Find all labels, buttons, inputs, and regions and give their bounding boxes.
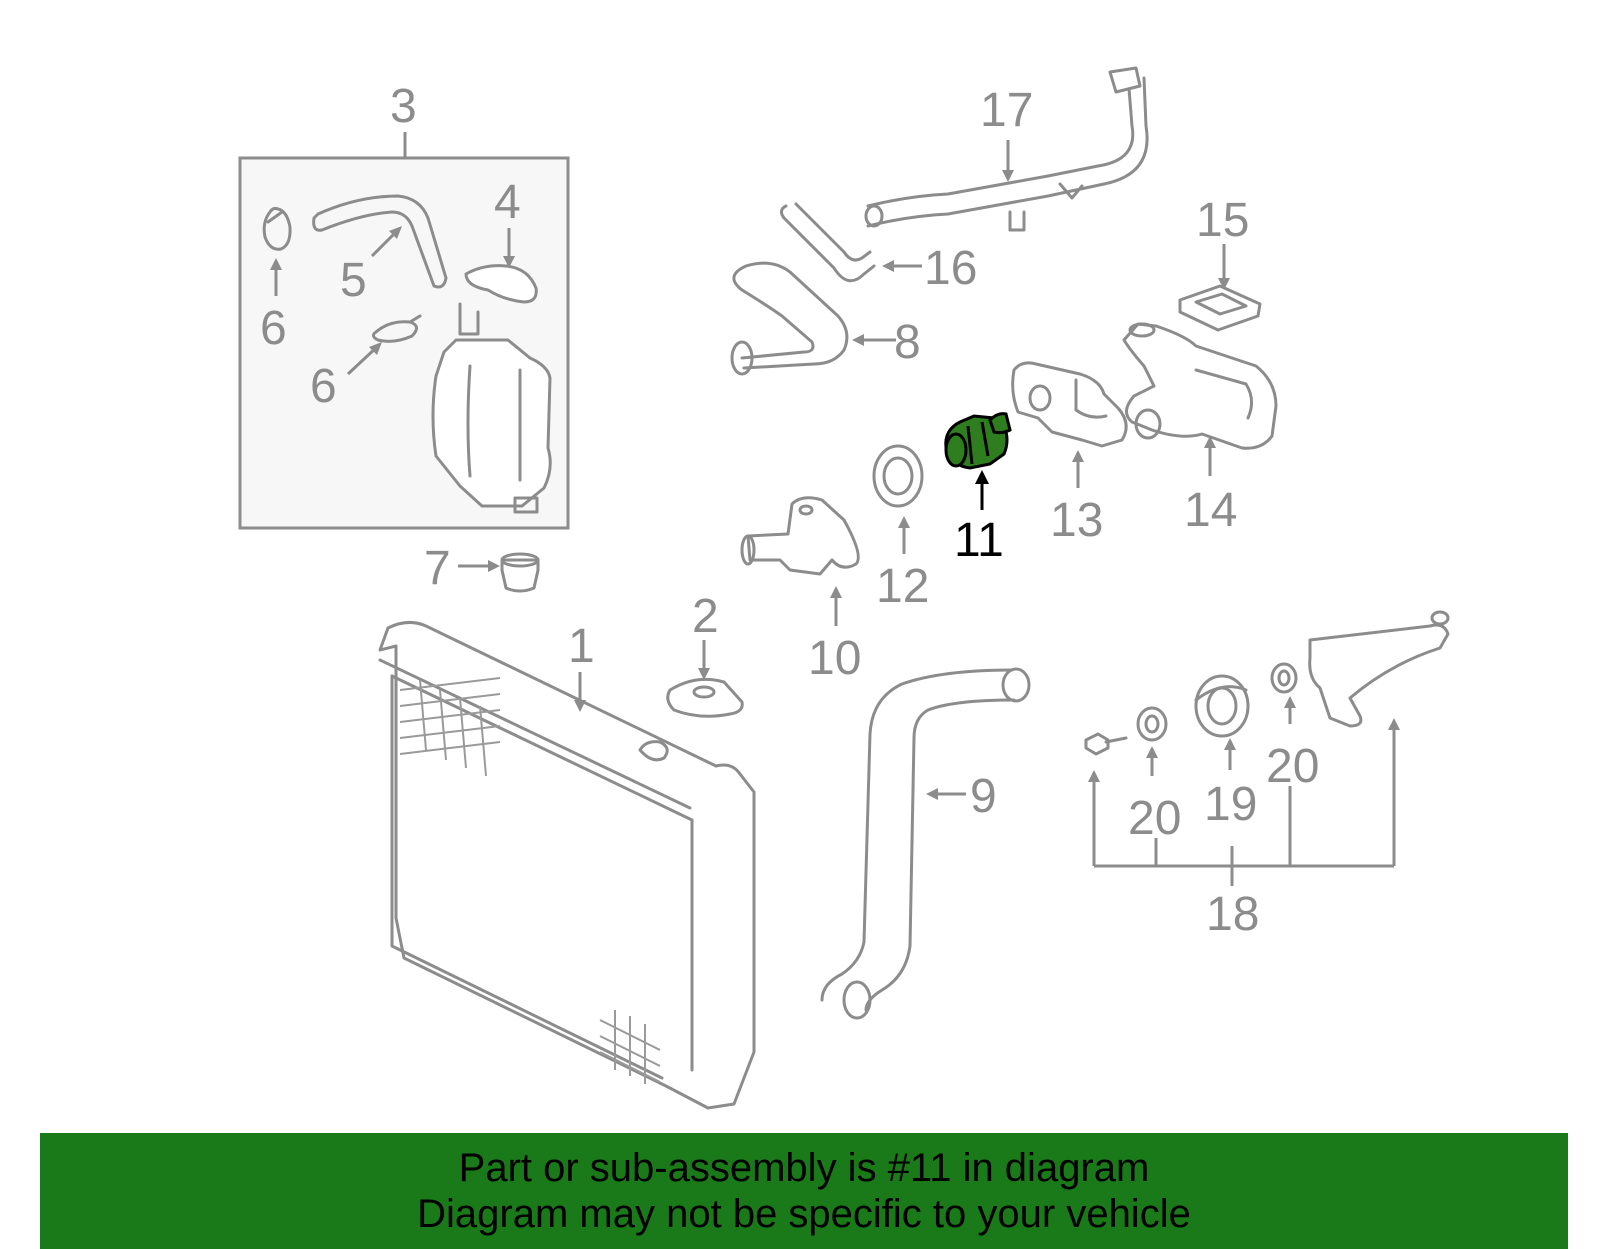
- banner-line-part-number: Part or sub-assembly is #11 in diagram: [458, 1146, 1150, 1190]
- info-banner: Part or sub-assembly is #11 in diagram D…: [40, 1133, 1568, 1249]
- coolant-reservoir-tank[interactable]: [431, 302, 552, 514]
- bolt[interactable]: [1084, 732, 1128, 756]
- assembly-18-leader-lines: [1088, 696, 1400, 886]
- callout-17: 17: [980, 84, 1033, 137]
- callout-20b: 20: [1266, 740, 1319, 793]
- callout-16: 16: [924, 242, 977, 295]
- thermostat-gasket-part-12[interactable]: [872, 444, 924, 508]
- washer-part-20a[interactable]: [1136, 706, 1168, 742]
- callout-20a: 20: [1128, 792, 1181, 845]
- callout-9: 9: [970, 770, 997, 823]
- callout-7: 7: [424, 542, 451, 595]
- hose-clamp-part-6b[interactable]: [371, 314, 422, 343]
- water-pipe-part-17[interactable]: [864, 66, 1149, 232]
- callout-6a: 6: [260, 302, 287, 355]
- callout-14: 14: [1184, 484, 1237, 537]
- washer-part-20b[interactable]: [1270, 662, 1298, 694]
- radiator-part-1[interactable]: [378, 621, 756, 1110]
- radiator-hose-part-9[interactable]: [820, 667, 1031, 1020]
- bypass-pipe-part-16[interactable]: [779, 202, 876, 283]
- radiator-hose-part-8[interactable]: [730, 261, 849, 376]
- callout-12: 12: [876, 560, 929, 613]
- callout-19: 19: [1204, 778, 1257, 831]
- thermostat-part-11-highlighted[interactable]: [944, 412, 1012, 470]
- callout-11-highlighted: 11: [954, 514, 1004, 567]
- callout-5: 5: [340, 254, 367, 307]
- water-inlet-part-10[interactable]: [740, 496, 860, 576]
- banner-line-disclaimer: Diagram may not be specific to your vehi…: [417, 1192, 1191, 1236]
- idler-pulley-part-19[interactable]: [1194, 674, 1250, 738]
- reservoir-cap-part-4[interactable]: [464, 264, 538, 304]
- reservoir-assembly-group: [238, 132, 570, 530]
- callout-13: 13: [1050, 494, 1103, 547]
- callout-18: 18: [1206, 888, 1259, 941]
- callout-4: 4: [494, 176, 521, 229]
- idler-bracket[interactable]: [1308, 610, 1450, 728]
- callout-6b: 6: [310, 360, 337, 413]
- gasket-part-15[interactable]: [1178, 284, 1262, 332]
- callout-10: 10: [808, 632, 861, 685]
- callout-1: 1: [568, 620, 595, 673]
- callout-8: 8: [894, 316, 921, 369]
- callout-3: 3: [390, 80, 417, 133]
- thermostat-housing-part-13[interactable]: [1011, 361, 1128, 448]
- callout-15: 15: [1196, 194, 1249, 247]
- callout-2: 2: [692, 590, 719, 643]
- plug-part-7[interactable]: [500, 552, 540, 593]
- radiator-cap-part-2[interactable]: [666, 677, 744, 718]
- hose-clamp-part-6a[interactable]: [262, 206, 292, 251]
- water-outlet-housing-part-14[interactable]: [1122, 322, 1278, 450]
- reservoir-hose-part-5[interactable]: [312, 194, 448, 289]
